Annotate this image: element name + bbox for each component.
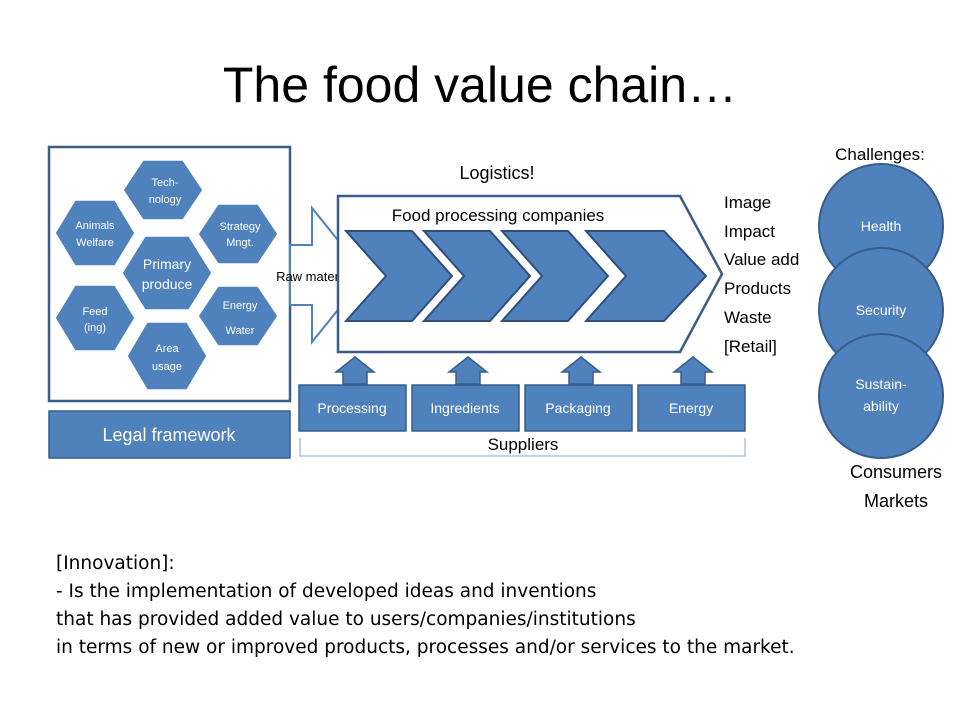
supplier-arrow-2 bbox=[446, 356, 490, 385]
innovation-line-4: in terms of new or improved products, pr… bbox=[56, 637, 795, 658]
output-image: Image bbox=[724, 193, 771, 212]
output-waste: Waste bbox=[724, 308, 772, 327]
hex-strategy-mngt: Strategy Mngt. bbox=[197, 203, 279, 265]
challenge-sustainability-circle bbox=[818, 333, 944, 459]
hex-animals-line-1: Animals bbox=[75, 220, 115, 232]
markets-label: Markets bbox=[864, 491, 928, 511]
hex-primary-produce: Primary produce bbox=[121, 235, 213, 311]
hex-technology-line-2: nology bbox=[149, 194, 182, 206]
suppliers-bracket bbox=[299, 438, 746, 457]
supplier-arrow-3 bbox=[559, 356, 603, 385]
hex-feed-line-2: (ing) bbox=[84, 322, 106, 334]
hex-feed-ing: Feed (ing) bbox=[54, 284, 136, 352]
hex-energy-water: Energy Water bbox=[197, 285, 279, 347]
output-value-add: Value add bbox=[724, 250, 799, 269]
hex-area-usage: Area usage bbox=[126, 321, 208, 391]
hex-area-line-2: usage bbox=[152, 361, 182, 373]
primary-produce-line-1: Primary bbox=[143, 256, 191, 272]
supplier-processing-label: Processing bbox=[317, 400, 386, 416]
challenge-security-label: Security bbox=[856, 302, 907, 318]
legal-framework-label: Legal framework bbox=[102, 425, 236, 445]
supplier-arrow-1 bbox=[333, 356, 377, 385]
output-retail: [Retail] bbox=[724, 337, 777, 356]
challenge-sustainability-line-2: ability bbox=[863, 398, 899, 414]
chevron-3 bbox=[499, 230, 610, 322]
hex-area-line-1: Area bbox=[155, 343, 179, 355]
primary-produce-cluster: Tech- nology Strategy Mngt. Energy Water… bbox=[54, 159, 279, 391]
supplier-arrows bbox=[333, 356, 715, 385]
innovation-line-1: [Innovation]: bbox=[56, 553, 175, 574]
outputs-list: Image Impact Value add Products Waste [R… bbox=[724, 193, 799, 356]
innovation-text: [Innovation]: - Is the implementation of… bbox=[56, 550, 936, 662]
challenges-circles: Health Security Sustain- ability bbox=[818, 163, 944, 459]
processing-chevrons bbox=[343, 230, 708, 322]
innovation-line-3: that has provided added value to users/c… bbox=[56, 609, 636, 630]
supplier-ingredients-label: Ingredients bbox=[430, 400, 499, 416]
innovation-line-2: - Is the implementation of developed ide… bbox=[56, 581, 597, 602]
suppliers-label: Suppliers bbox=[488, 435, 559, 454]
hex-animals-line-2: Welfare bbox=[76, 237, 114, 249]
supplier-box-ingredients bbox=[411, 384, 520, 432]
supplier-arrow-4 bbox=[671, 356, 715, 385]
hex-feed-line-1: Feed bbox=[82, 306, 107, 318]
logistics-label: Logistics! bbox=[459, 163, 534, 183]
primary-produce-line-2: produce bbox=[142, 276, 193, 292]
hex-animals-welfare: Animals Welfare bbox=[54, 199, 136, 267]
challenge-sustainability-line-1: Sustain- bbox=[855, 376, 907, 392]
chevron-2 bbox=[421, 230, 532, 322]
hex-strategy-line-2: Mngt. bbox=[226, 237, 254, 249]
challenges-label: Challenges: bbox=[835, 145, 925, 164]
legal-framework-box bbox=[48, 410, 291, 459]
slide-title: The food value chain… bbox=[222, 57, 738, 113]
hex-energy-line-1: Energy bbox=[223, 300, 258, 312]
supplier-box-packaging bbox=[524, 384, 633, 432]
consumers-label: Consumers bbox=[850, 462, 942, 482]
raw-material-label: Raw material bbox=[276, 269, 352, 284]
hex-technology-line-1: Tech- bbox=[152, 177, 179, 189]
supplier-energy-label: Energy bbox=[669, 400, 713, 416]
chevron-4 bbox=[583, 230, 708, 322]
supplier-box-processing bbox=[298, 384, 407, 432]
supplier-box-energy bbox=[637, 384, 746, 432]
supplier-packaging-label: Packaging bbox=[545, 400, 610, 416]
challenge-health-label: Health bbox=[861, 218, 901, 234]
output-impact: Impact bbox=[724, 222, 775, 241]
output-products: Products bbox=[724, 279, 791, 298]
hex-energy-line-2: Water bbox=[226, 325, 255, 337]
food-processing-label: Food processing companies bbox=[392, 206, 605, 225]
chevron-1 bbox=[343, 230, 454, 322]
supplier-boxes: Processing Ingredients Packaging Energy bbox=[298, 384, 746, 432]
hex-technology: Tech- nology bbox=[122, 159, 204, 221]
hex-strategy-line-1: Strategy bbox=[220, 221, 261, 233]
